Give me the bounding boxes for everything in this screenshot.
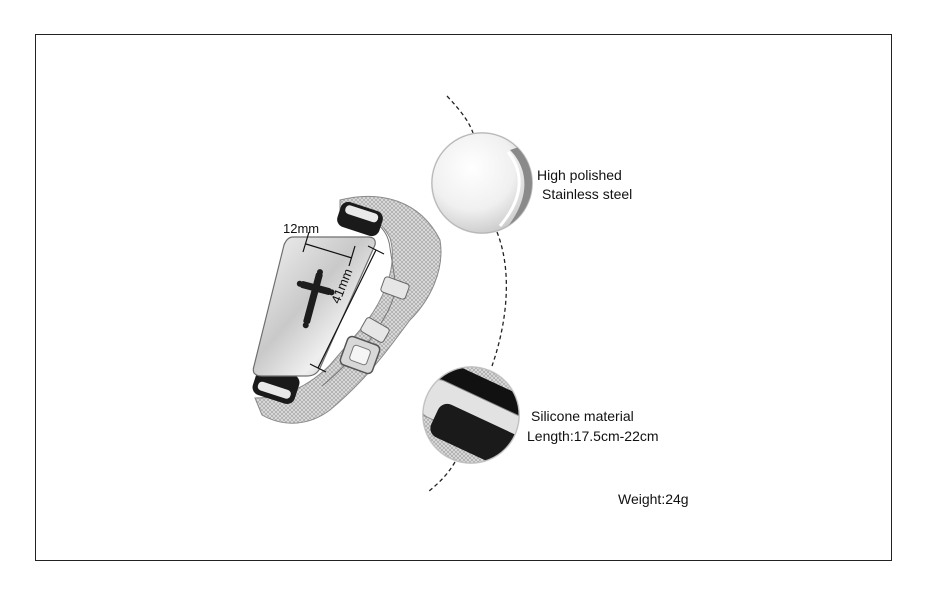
dashed-guide-top	[446, 95, 475, 137]
dashed-guide-middle	[491, 231, 508, 367]
detail-circle-silicone	[422, 366, 520, 464]
cross-engraving	[296, 269, 335, 329]
weight-callout: Weight:24g	[618, 491, 689, 507]
silicone-cap-bottom-shine	[257, 381, 291, 399]
band-keeper	[360, 317, 390, 343]
buckle-hole	[349, 344, 371, 366]
silicone-cap-top-shine	[345, 205, 379, 223]
width-dimension-line	[302, 231, 356, 267]
dashed-guide-bottom	[427, 461, 456, 493]
steel-callout-line1: High polished	[537, 167, 622, 183]
length-callout: Length:17.5cm-22cm	[527, 428, 659, 444]
length-dimension-line	[309, 245, 385, 373]
silicone-callout-line1: Silicone material	[531, 408, 634, 424]
product-image-frame	[35, 34, 892, 561]
steel-callout-line2: Stainless steel	[542, 186, 633, 202]
detail-circle-steel	[431, 132, 533, 234]
band-keeper	[380, 276, 410, 300]
width-dimension-label: 12mm	[283, 221, 320, 236]
